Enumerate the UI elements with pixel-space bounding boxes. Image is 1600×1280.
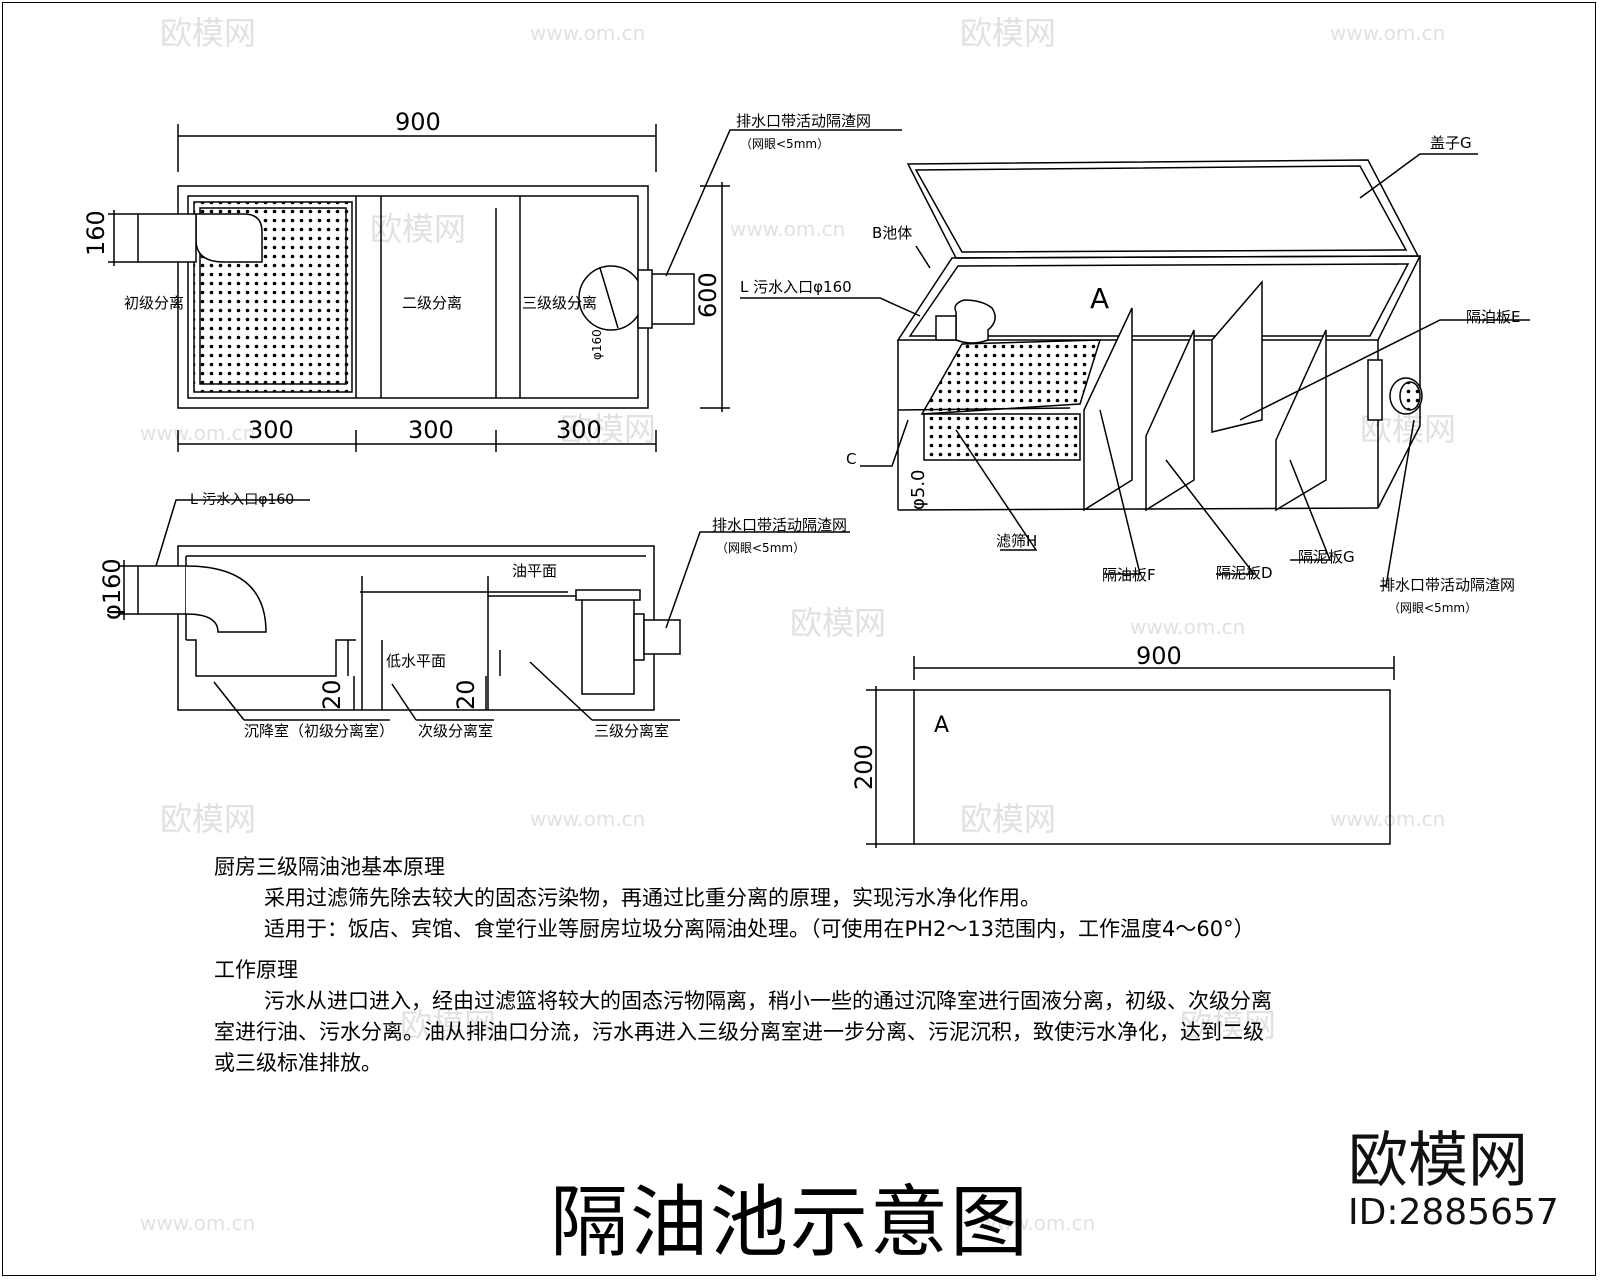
isometric-view (740, 153, 1530, 587)
notes-paragraph: 采用过滤筛先除去较大的固态污染物，再通过比重分离的原理，实现污水净化作用。 (264, 886, 1041, 910)
label-chamber-3: 三级分离室 (594, 722, 669, 740)
label-secondary-separation: 二级分离 (402, 294, 462, 312)
brand-logo-text: 欧模网 (1348, 1126, 1528, 1196)
plan-outlet-note: 排水口带活动隔渣网 (736, 112, 871, 130)
watermark-url: www.om.cn (530, 807, 645, 831)
section-outlet-note: 排水口带活动隔渣网 (712, 516, 847, 534)
dim-plan-height: 600 (694, 272, 722, 318)
watermark-url: www.om.cn (140, 1211, 255, 1235)
section-inlet-note: L 污水入口φ160 (190, 492, 294, 508)
watermark: 欧模网 (160, 800, 256, 838)
watermark-url: www.om.cn (1330, 807, 1445, 831)
watermark-url: www.om.cn (530, 21, 645, 45)
dim-plan-inlet: 160 (82, 210, 110, 256)
watermark: 欧模网 (1180, 1006, 1276, 1044)
label-iso-inlet: L 污水入口φ160 (740, 278, 852, 296)
label-low-water-level: 低水平面 (386, 652, 446, 670)
watermark: 欧模网 (790, 604, 886, 642)
label-iso-c: C (846, 450, 856, 468)
watermark: 欧模网 (560, 410, 656, 448)
panel-label: A (934, 713, 949, 738)
label-partition-e: 隔泊板E (1466, 308, 1520, 326)
dim-panel-height: 200 (850, 744, 878, 790)
label-filter: 滤筛H (996, 532, 1037, 550)
watermark: 欧模网 (960, 800, 1056, 838)
dim-section-inlet: φ160 (98, 558, 126, 620)
dim-section-gap-1: 20 (318, 679, 346, 710)
watermark: 欧模网 (160, 14, 256, 52)
notes-paragraph: 适用于：饭店、宾馆、食堂行业等厨房垃圾分离隔油处理。（可使用在PH2～13范围内… (264, 917, 1255, 941)
iso-outlet-note-sub: （网眼<5mm） (1388, 601, 1477, 615)
dim-plan-section-1: 300 (248, 416, 294, 444)
watermark: 欧模网 (960, 14, 1056, 52)
watermark: 欧模网 (370, 210, 466, 248)
dim-panel-width: 900 (1136, 642, 1182, 670)
dim-iso-hole: φ5.0 (908, 470, 929, 511)
watermark-url: www.om.cn (140, 421, 255, 445)
label-chamber-2: 次级分离室 (418, 722, 493, 740)
dim-plan-outlet: φ160 (590, 329, 604, 360)
watermark-url: www.om.cn (730, 217, 845, 241)
label-tertiary-separation: 三级级分离 (522, 294, 597, 312)
dim-section-gap-2: 20 (452, 679, 480, 710)
notes-heading-principle: 厨房三级隔油池基本原理 (214, 855, 445, 879)
dim-plan-total: 900 (395, 108, 441, 136)
notes-paragraph: 污水从进口进入，经由过滤篮将较大的固态污物隔离，稍小一些的通过沉降室进行固液分离… (214, 989, 1272, 1075)
label-chamber-1: 沉降室（初级分离室） (244, 722, 394, 740)
label-partition-g: 隔泥板G (1298, 548, 1355, 566)
label-oil-level: 油平面 (512, 562, 557, 580)
section-view (118, 499, 850, 721)
watermark-url: www.om.cn (980, 1211, 1095, 1235)
plan-outlet-note-sub: （网眼<5mm） (740, 137, 829, 151)
notes-heading-working: 工作原理 (214, 958, 298, 982)
iso-outlet-note: 排水口带活动隔渣网 (1380, 576, 1515, 594)
drawing-title: 隔油池示意图 (550, 1178, 1031, 1268)
label-tank-body: B池体 (872, 224, 912, 242)
brand-id: ID:2885657 (1348, 1192, 1559, 1233)
panel-a (866, 656, 1395, 848)
description-notes: 厨房三级隔油池基本原理 采用过滤筛先除去较大的固态污染物，再通过比重分离的原理，… (214, 852, 1274, 1079)
watermark-layer: 欧模网 www.om.cn 欧模网 www.om.cn 欧模网 www.om.c… (140, 14, 1456, 1235)
section-outlet-note-sub: （网眼<5mm） (716, 541, 805, 555)
label-iso-a: A (1090, 282, 1109, 315)
label-primary-separation: 初级分离 (124, 294, 184, 312)
dim-plan-section-2: 300 (408, 416, 454, 444)
watermark: 欧模网 (400, 1006, 496, 1044)
label-partition-f: 隔油板F (1102, 566, 1156, 584)
watermark-url: www.om.cn (1130, 615, 1245, 639)
label-cover: 盖子G (1430, 134, 1472, 152)
plan-view (108, 124, 902, 452)
label-partition-d: 隔泥板D (1216, 564, 1273, 582)
watermark-url: www.om.cn (1330, 21, 1445, 45)
dim-plan-section-3: 300 (556, 416, 602, 444)
